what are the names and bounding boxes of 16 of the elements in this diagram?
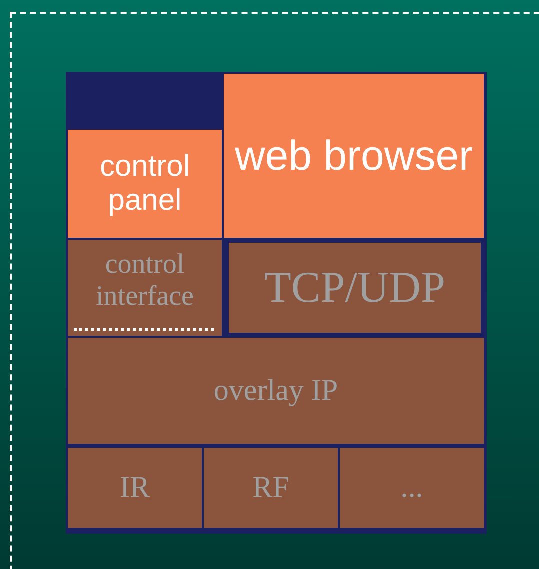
layer-box — [340, 448, 484, 528]
layer-label: control panel — [98, 150, 192, 218]
layer-box — [226, 240, 484, 336]
layer-label: overlay IP — [212, 374, 340, 408]
layer-box — [224, 74, 484, 238]
layer-label: web browser — [234, 132, 474, 180]
layer-label: control interface — [95, 248, 195, 314]
layer-label: RF — [252, 470, 290, 506]
layer-box — [204, 448, 338, 528]
layer-label: TCP/UDP — [264, 262, 446, 314]
layer-box — [68, 240, 222, 336]
layer-box — [68, 130, 222, 238]
layer-box — [68, 448, 202, 528]
layer-box — [68, 338, 484, 444]
layer-label: IR — [119, 470, 151, 506]
layer-label: ... — [400, 470, 424, 506]
